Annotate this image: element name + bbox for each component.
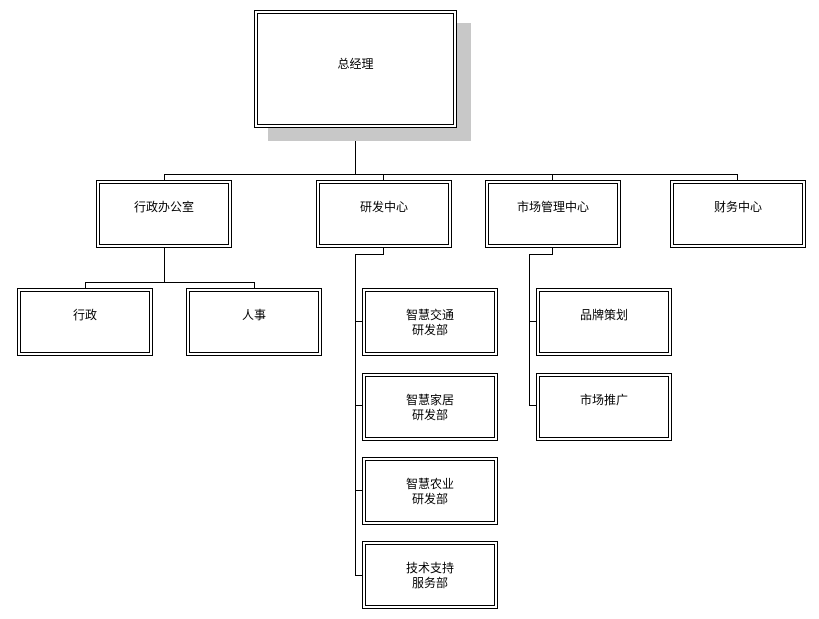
connector-mkt-step xyxy=(529,254,553,255)
connector-top-bus xyxy=(164,174,738,175)
connector-rd-child-4 xyxy=(355,575,363,576)
connector-rd-child-3 xyxy=(355,490,363,491)
sub-node-hr-label-box: 人事 xyxy=(189,291,319,353)
dept-node-finance: 财务中心 xyxy=(670,180,806,248)
sub-node-hr-label: 人事 xyxy=(241,308,266,322)
connector-admin-child-1 xyxy=(85,282,86,288)
dept-node-marketing-label-box: 市场管理中心 xyxy=(488,183,618,245)
dept-node-finance-label-box: 财务中心 xyxy=(673,183,803,245)
sub-node-smart-home: 智慧家居 研发部 xyxy=(362,373,498,441)
sub-node-admin-affairs-label: 行政 xyxy=(72,308,97,322)
root-node-label-box: 总经理 xyxy=(257,13,454,125)
sub-node-market-promotion: 市场推广 xyxy=(536,373,672,441)
connector-dept-1 xyxy=(164,174,165,180)
connector-dept-3 xyxy=(552,174,553,180)
connector-rd-child-2 xyxy=(355,405,363,406)
sub-node-smart-agriculture-label-box: 智慧农业 研发部 xyxy=(365,460,495,522)
sub-node-smart-home-line-1: 智慧家居 xyxy=(405,393,454,407)
sub-node-tech-support-line-1: 技术支持 xyxy=(405,561,454,575)
connector-rd-child-1 xyxy=(355,321,363,322)
sub-node-smart-transport-line-2: 研发部 xyxy=(411,323,448,337)
sub-node-hr: 人事 xyxy=(186,288,322,356)
sub-node-smart-home-label-box: 智慧家居 研发部 xyxy=(365,376,495,438)
sub-node-tech-support-line-2: 服务部 xyxy=(411,576,448,590)
connector-mkt-child-1 xyxy=(529,321,537,322)
connector-mkt-down xyxy=(552,248,553,255)
connector-dept-4 xyxy=(737,174,738,180)
connector-rd-step xyxy=(355,254,384,255)
dept-node-finance-label: 财务中心 xyxy=(713,200,762,214)
connector-admin-child-2 xyxy=(254,282,255,288)
sub-node-tech-support: 技术支持 服务部 xyxy=(362,541,498,609)
dept-node-admin-label-box: 行政办公室 xyxy=(99,183,229,245)
sub-node-smart-agriculture-line-1: 智慧农业 xyxy=(405,477,454,491)
connector-mkt-spine xyxy=(529,254,530,406)
dept-node-admin-label: 行政办公室 xyxy=(133,200,194,214)
sub-node-smart-agriculture: 智慧农业 研发部 xyxy=(362,457,498,525)
sub-node-smart-transport-line-1: 智慧交通 xyxy=(405,308,454,322)
dept-node-rd: 研发中心 xyxy=(316,180,452,248)
connector-rd-down xyxy=(383,248,384,255)
dept-node-marketing-label: 市场管理中心 xyxy=(516,200,589,214)
sub-node-brand-planning-label: 品牌策划 xyxy=(579,308,628,322)
connector-rd-spine xyxy=(355,254,356,576)
dept-node-rd-label-box: 研发中心 xyxy=(319,183,449,245)
sub-node-admin-affairs-label-box: 行政 xyxy=(20,291,150,353)
dept-node-admin: 行政办公室 xyxy=(96,180,232,248)
connector-admin-down xyxy=(164,248,165,282)
connector-root-down xyxy=(355,128,356,174)
sub-node-tech-support-label-box: 技术支持 服务部 xyxy=(365,544,495,606)
dept-node-marketing: 市场管理中心 xyxy=(485,180,621,248)
connector-admin-bus xyxy=(85,282,255,283)
sub-node-smart-transport-label-box: 智慧交通 研发部 xyxy=(365,291,495,353)
sub-node-admin-affairs: 行政 xyxy=(17,288,153,356)
sub-node-market-promotion-label: 市场推广 xyxy=(579,393,628,407)
dept-node-rd-label: 研发中心 xyxy=(359,200,408,214)
connector-dept-2 xyxy=(383,174,384,180)
sub-node-smart-agriculture-line-2: 研发部 xyxy=(411,492,448,506)
connector-mkt-child-2 xyxy=(529,405,537,406)
sub-node-smart-home-line-2: 研发部 xyxy=(411,408,448,422)
sub-node-market-promotion-label-box: 市场推广 xyxy=(539,376,669,438)
root-node-label: 总经理 xyxy=(337,57,374,71)
sub-node-brand-planning: 品牌策划 xyxy=(536,288,672,356)
sub-node-smart-transport: 智慧交通 研发部 xyxy=(362,288,498,356)
root-node: 总经理 xyxy=(254,10,457,128)
sub-node-brand-planning-label-box: 品牌策划 xyxy=(539,291,669,353)
